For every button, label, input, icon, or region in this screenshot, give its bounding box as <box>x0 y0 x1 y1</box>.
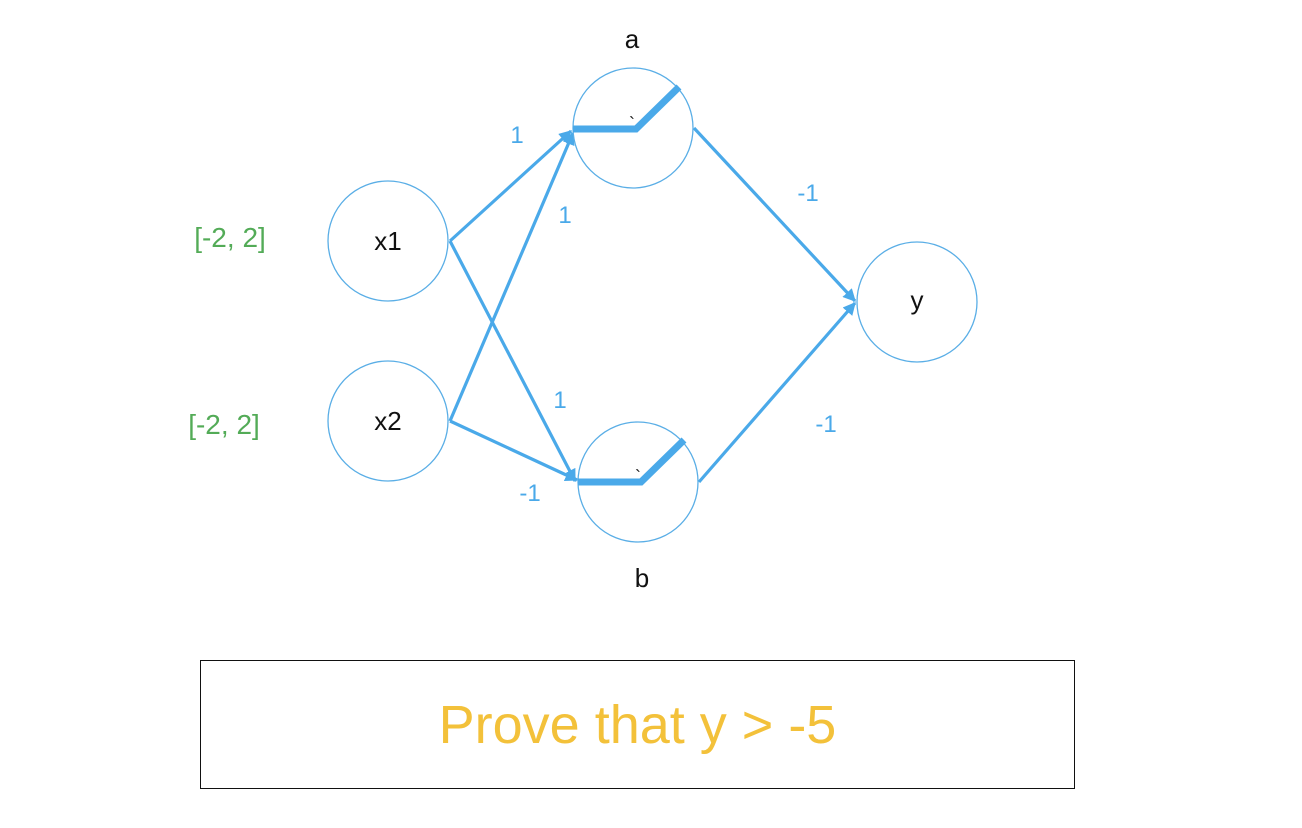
node-x1-label: x1 <box>374 226 401 256</box>
node-a: ` <box>572 67 694 189</box>
relu-icon <box>573 84 682 133</box>
range-x2: [-2, 2] <box>188 409 260 440</box>
node-x2-label: x2 <box>374 406 401 436</box>
edge-a-y <box>692 126 857 303</box>
relu-icon <box>578 437 687 486</box>
node-b-name: b <box>635 563 649 593</box>
edge-b-y <box>697 301 857 484</box>
edge-x2-a <box>448 131 575 422</box>
goal-box: Prove that y > -5 <box>200 660 1075 789</box>
range-x1: [-2, 2] <box>194 222 266 253</box>
weight-x2-a: 1 <box>558 202 571 229</box>
weight-b-y: -1 <box>815 411 836 438</box>
edge-x1-b <box>448 240 577 483</box>
edge-x1-a <box>448 129 573 243</box>
node-x2: x2 <box>327 360 449 482</box>
node-y: y <box>856 241 978 363</box>
node-a-tick: ` <box>629 114 635 134</box>
node-b: ` <box>577 421 699 543</box>
weight-x1-b: 1 <box>553 387 566 414</box>
weight-a-y: -1 <box>797 180 818 207</box>
node-y-label: y <box>911 285 924 315</box>
node-b-tick: ` <box>635 467 641 487</box>
node-a-name: a <box>625 24 640 54</box>
weight-x2-b: -1 <box>519 480 540 507</box>
node-x1: x1 <box>327 180 449 302</box>
weight-x1-a: 1 <box>510 122 523 149</box>
edge-x2-b <box>449 419 579 482</box>
goal-text: Prove that y > -5 <box>438 694 837 755</box>
